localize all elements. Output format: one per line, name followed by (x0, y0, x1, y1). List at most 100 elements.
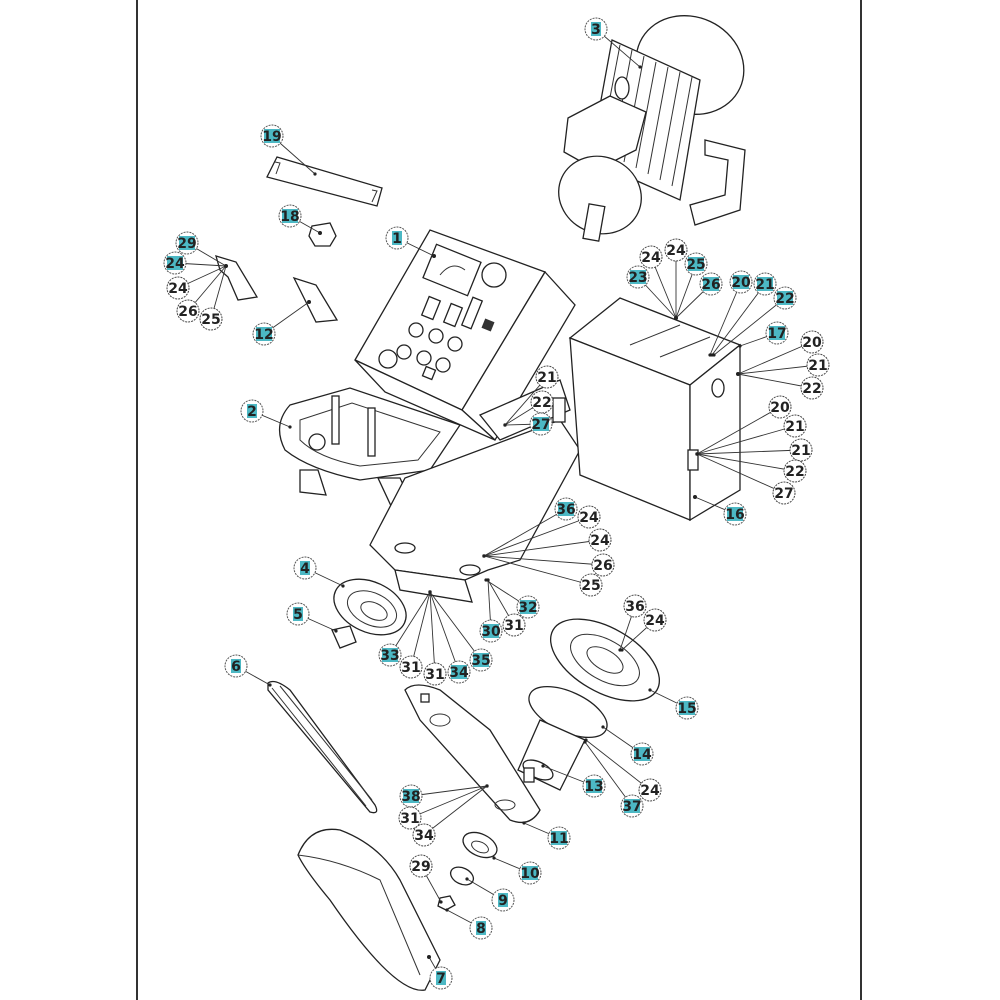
part-nut[interactable] (437, 895, 456, 911)
callout-3[interactable]: 3 (584, 17, 608, 41)
callout-24[interactable]: 24 (664, 238, 688, 262)
part-belt-guard[interactable] (297, 828, 441, 991)
callout-31[interactable]: 31 (423, 662, 447, 686)
callout-24[interactable]: 24 (638, 778, 662, 802)
callout-26[interactable]: 26 (591, 553, 615, 577)
callout-10[interactable]: 10 (518, 861, 542, 885)
part-guard-back-plate[interactable] (404, 684, 541, 824)
callout-22[interactable]: 22 (800, 376, 824, 400)
callout-16[interactable]: 16 (723, 502, 747, 526)
leader-line-22 (737, 373, 813, 389)
callout-33[interactable]: 33 (378, 643, 402, 667)
callout-24[interactable]: 24 (643, 608, 667, 632)
callout-14[interactable]: 14 (630, 742, 654, 766)
callout-26[interactable]: 26 (176, 299, 200, 323)
leader-line-31 (409, 785, 488, 819)
callout-27[interactable]: 27 (772, 481, 796, 505)
callout-5[interactable]: 5 (286, 602, 310, 626)
part-spindle-housing[interactable] (517, 676, 615, 791)
callout-circle (398, 806, 422, 830)
callout-25[interactable]: 25 (579, 573, 603, 597)
part-bushing[interactable] (331, 625, 357, 649)
callout-31[interactable]: 31 (502, 613, 526, 637)
callout-22[interactable]: 22 (783, 459, 807, 483)
callout-24[interactable]: 24 (166, 276, 190, 300)
leader-endpoint (712, 353, 716, 357)
callout-25[interactable]: 25 (199, 307, 223, 331)
callout-34[interactable]: 34 (412, 823, 436, 847)
part-bracket-plate[interactable] (292, 276, 339, 323)
callout-highlight (300, 561, 310, 575)
part-electric-motor[interactable] (546, 0, 760, 247)
callout-20[interactable]: 20 (800, 330, 824, 354)
callout-12[interactable]: 12 (252, 322, 276, 346)
leader-lines (174, 28, 819, 979)
callout-number: 30 (481, 624, 501, 640)
callout-24[interactable]: 24 (163, 251, 187, 275)
callout-27[interactable]: 27 (529, 412, 553, 436)
callout-31[interactable]: 31 (398, 806, 422, 830)
callout-number: 10 (520, 866, 540, 882)
part-strap-plate[interactable] (266, 156, 383, 207)
callout-9[interactable]: 9 (491, 888, 515, 912)
callout-20[interactable]: 20 (729, 270, 753, 294)
leader-endpoint (224, 264, 228, 268)
part-taper-bush[interactable] (448, 864, 477, 889)
callout-2[interactable]: 2 (240, 399, 264, 423)
callout-21[interactable]: 21 (783, 414, 807, 438)
part-control-box[interactable] (354, 229, 576, 442)
callout-21[interactable]: 21 (535, 365, 559, 389)
callout-22[interactable]: 22 (530, 390, 554, 414)
callout-34[interactable]: 34 (447, 660, 471, 684)
part-pulley-large[interactable] (325, 568, 415, 645)
callout-13[interactable]: 13 (582, 774, 606, 798)
callout-21[interactable]: 21 (789, 438, 813, 462)
callout-23[interactable]: 23 (626, 265, 650, 289)
callout-24[interactable]: 24 (588, 528, 612, 552)
callout-number: 37 (622, 799, 641, 815)
callout-21[interactable]: 21 (753, 272, 777, 296)
callout-35[interactable]: 35 (469, 648, 493, 672)
part-mounting-flange[interactable] (537, 602, 673, 717)
callout-26[interactable]: 26 (699, 272, 723, 296)
callout-29[interactable]: 29 (175, 231, 199, 255)
callout-18[interactable]: 18 (278, 204, 302, 228)
callout-highlight (293, 607, 303, 621)
callout-21[interactable]: 21 (806, 353, 830, 377)
callout-36[interactable]: 36 (623, 594, 647, 618)
callout-11[interactable]: 11 (547, 826, 571, 850)
callout-highlight (451, 665, 467, 679)
callout-number: 36 (625, 599, 644, 615)
callout-31[interactable]: 31 (399, 655, 423, 679)
callout-19[interactable]: 19 (260, 124, 284, 148)
leader-endpoint (541, 764, 545, 768)
callout-6[interactable]: 6 (224, 654, 248, 678)
part-pulley-small[interactable] (459, 827, 501, 862)
callout-38[interactable]: 38 (399, 784, 423, 808)
part-cable-gland[interactable] (308, 222, 337, 247)
callout-24[interactable]: 24 (577, 505, 601, 529)
callout-36[interactable]: 36 (554, 497, 578, 521)
callout-15[interactable]: 15 (675, 696, 699, 720)
callout-22[interactable]: 22 (773, 286, 797, 310)
callout-29[interactable]: 29 (409, 854, 433, 878)
callout-20[interactable]: 20 (768, 395, 792, 419)
leader-line-36 (483, 508, 567, 557)
callout-highlight (231, 659, 241, 673)
callout-8[interactable]: 8 (469, 916, 493, 940)
callout-30[interactable]: 30 (479, 619, 503, 643)
callout-number: 24 (641, 250, 661, 266)
callout-24[interactable]: 24 (639, 245, 663, 269)
callout-highlight (179, 236, 195, 250)
part-tank-housing[interactable] (552, 297, 742, 522)
callout-7[interactable]: 7 (429, 966, 453, 990)
callout-4[interactable]: 4 (293, 556, 317, 580)
callout-17[interactable]: 17 (765, 321, 789, 345)
callout-25[interactable]: 25 (684, 252, 708, 276)
part-drive-belt[interactable] (267, 680, 378, 814)
callout-1[interactable]: 1 (385, 226, 409, 250)
callout-37[interactable]: 37 (620, 794, 644, 818)
callout-32[interactable]: 32 (516, 595, 540, 619)
